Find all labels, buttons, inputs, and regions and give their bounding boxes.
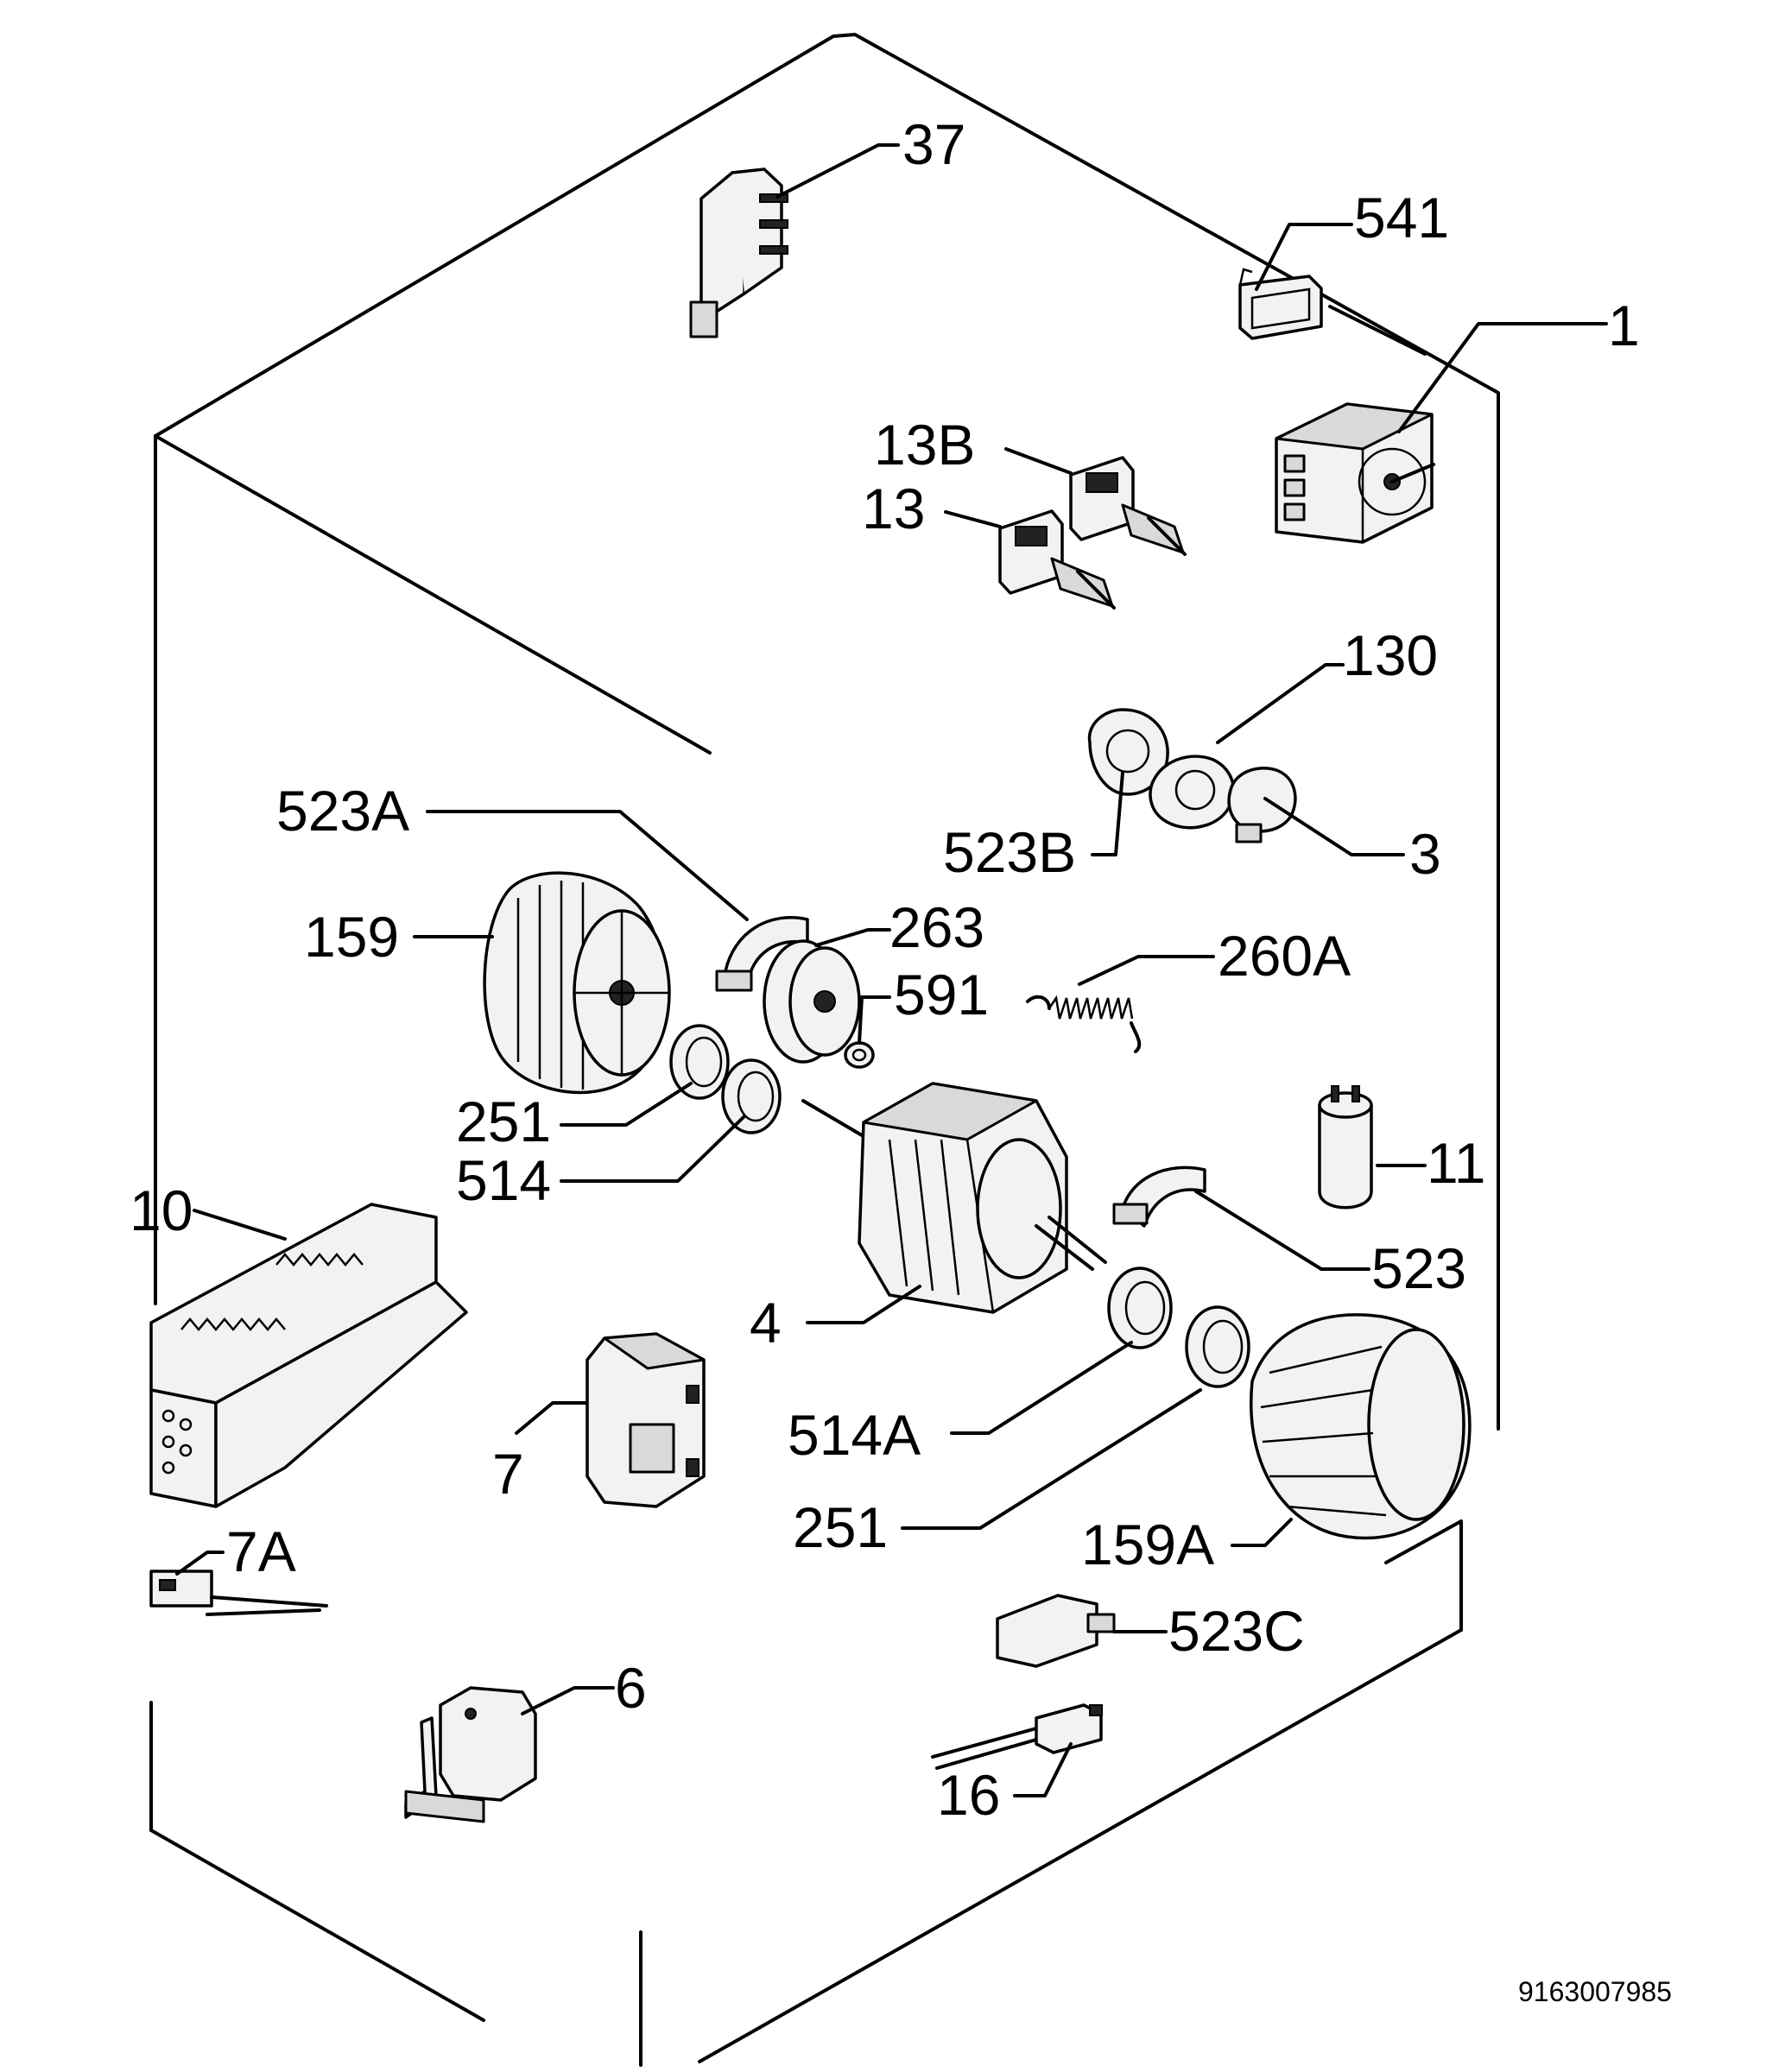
- part-6-pump: [404, 1686, 537, 1823]
- part-1-timer: [1275, 402, 1435, 544]
- part-159a-fan-wheel: [1250, 1313, 1472, 1540]
- document-number: 9163007985: [1518, 1976, 1672, 2007]
- label-16: 16: [937, 1763, 1000, 1827]
- part-541-bracket: [1238, 268, 1323, 340]
- label-13b: 13B: [874, 413, 975, 477]
- part-16-switch: [931, 1703, 1103, 1770]
- part-37-connector-block: [689, 167, 788, 338]
- part-11-capacitor: [1318, 1085, 1373, 1210]
- label-1: 1: [1608, 294, 1640, 357]
- part-591-washer: [844, 1041, 875, 1069]
- label-523: 523: [1371, 1236, 1466, 1300]
- label-523b: 523B: [943, 820, 1076, 884]
- label-6: 6: [615, 1656, 647, 1720]
- label-10: 10: [130, 1178, 193, 1242]
- part-13-switch: [998, 509, 1116, 610]
- label-523c: 523C: [1168, 1599, 1305, 1663]
- part-251-bearing-upper: [669, 1024, 730, 1100]
- part-13b-switch: [1069, 456, 1187, 556]
- part-523-bracket: [1112, 1166, 1206, 1228]
- label-514a: 514A: [788, 1403, 921, 1467]
- label-523a: 523A: [276, 779, 409, 843]
- part-159-drum-fan: [483, 871, 671, 1095]
- part-523a-bracket: [715, 916, 809, 992]
- label-13: 13: [862, 477, 925, 540]
- label-159: 159: [304, 905, 399, 969]
- part-labels: 37 541 1 13B 13 130 523B 3 523A 159 263 …: [130, 112, 1640, 1827]
- label-541: 541: [1354, 186, 1449, 250]
- label-591: 591: [894, 963, 989, 1027]
- part-3-tacho: [1227, 767, 1297, 843]
- part-514-bearing: [721, 1058, 782, 1134]
- label-3: 3: [1409, 822, 1441, 886]
- cabinet-outline: [149, 33, 1500, 2067]
- part-260a-spring: [1026, 995, 1142, 1053]
- label-159a: 159A: [1081, 1513, 1214, 1576]
- part-514a-bearing: [1107, 1267, 1173, 1349]
- part-523c-sensor: [996, 1594, 1116, 1668]
- part-10-heater: [149, 1203, 468, 1508]
- label-263: 263: [889, 895, 984, 959]
- part-7a-microswitch: [149, 1570, 328, 1616]
- label-4: 4: [750, 1291, 782, 1355]
- part-7-door-lock: [586, 1332, 706, 1508]
- label-260a: 260A: [1218, 924, 1351, 988]
- part-523b-holder: [1087, 708, 1169, 796]
- part-263-pulley: [763, 939, 861, 1064]
- label-514: 514: [456, 1148, 551, 1212]
- label-7a: 7A: [226, 1519, 296, 1583]
- label-37: 37: [902, 112, 965, 176]
- leader-lines: [175, 143, 1608, 1797]
- label-130: 130: [1343, 623, 1438, 687]
- label-7: 7: [492, 1442, 524, 1506]
- part-4-motor: [801, 1082, 1107, 1314]
- label-251-upper: 251: [456, 1090, 551, 1153]
- part-130-gasket: [1149, 755, 1236, 830]
- label-11: 11: [1427, 1131, 1486, 1195]
- part-251-bearing-lower: [1185, 1305, 1250, 1388]
- label-251-lower: 251: [793, 1495, 888, 1559]
